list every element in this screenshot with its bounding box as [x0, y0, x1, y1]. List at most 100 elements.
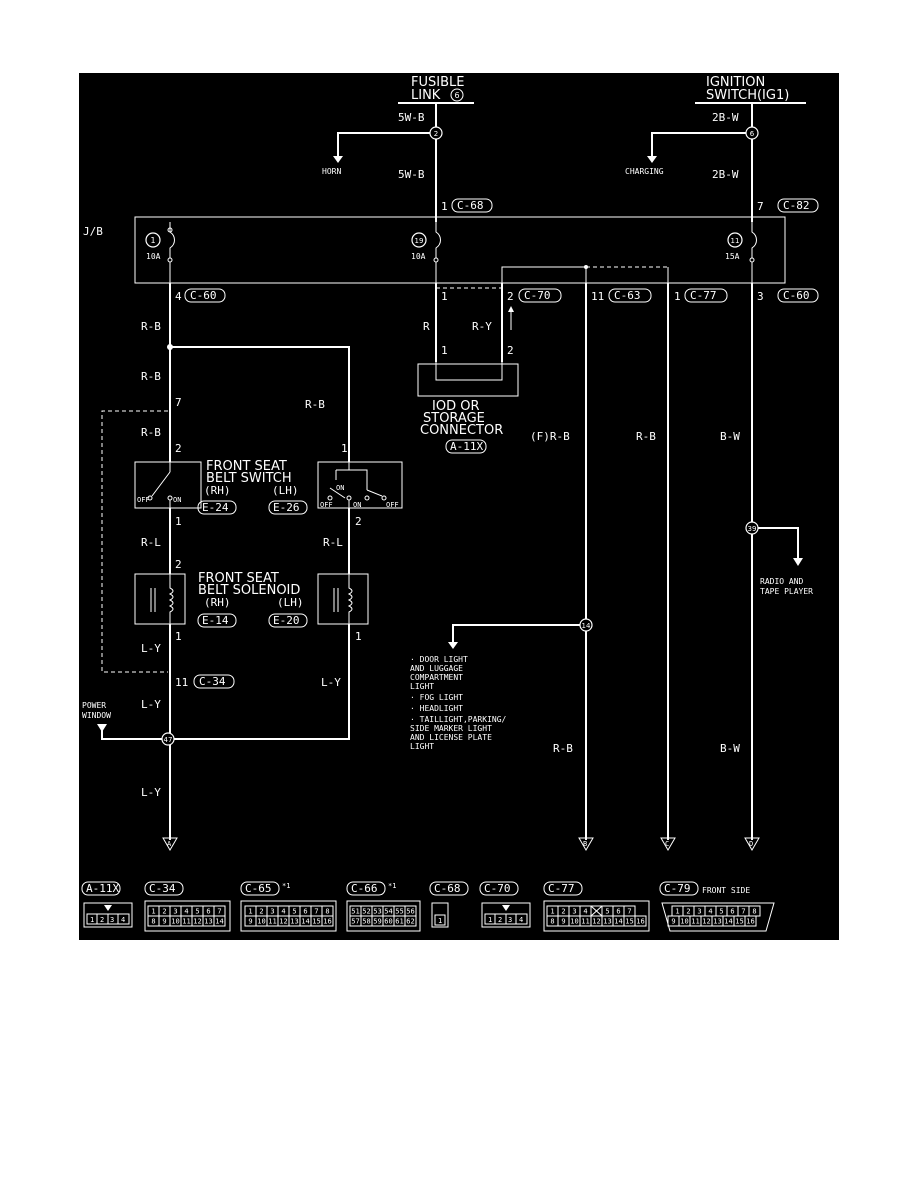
- fuse-1-amp: 10A: [146, 252, 161, 261]
- ignition-label-1: IGNITION: [706, 75, 765, 90]
- terminal-b: B: [583, 840, 587, 848]
- wire-ly-lh: [170, 624, 350, 740]
- belt-switch-rh: [134, 461, 202, 509]
- legend-pin-number: 60: [384, 918, 392, 926]
- power-window-arrow: [97, 724, 107, 732]
- legend-pin-number: 62: [406, 918, 414, 926]
- connector-c63: C-63: [614, 289, 641, 302]
- connector-tag-c60-left: [184, 288, 226, 303]
- pin-c70-2: 2: [507, 290, 514, 303]
- legend-a11x-pin: 3: [110, 916, 114, 924]
- pin-c82: 7: [757, 200, 764, 213]
- connector-tag-e20: [268, 613, 308, 628]
- jb-internal-bus: [501, 266, 586, 283]
- fuse-19-ring: [411, 232, 427, 248]
- legend-pin-cell: [213, 915, 226, 927]
- pin-c60-right: 3: [757, 290, 764, 303]
- connector-tag-c82: [777, 198, 819, 213]
- connector-tag-e26: [268, 500, 308, 515]
- legend-pin-number: 7: [627, 908, 631, 916]
- solenoid-title-1: FRONT SEAT: [198, 571, 279, 586]
- legend-c70-pin: 4: [519, 916, 523, 924]
- fusible-link-number-ring: [450, 88, 464, 102]
- wire-radio-branch: [758, 527, 799, 560]
- legend-pin-number: 12: [279, 918, 287, 926]
- legend-pin-number: 7: [741, 908, 745, 916]
- legend-pin-number: 9: [671, 918, 675, 926]
- legend-pin-number: 1: [151, 908, 155, 916]
- branch-radio-1: RADIO AND: [760, 577, 804, 586]
- connector-c34: C-34: [199, 675, 226, 688]
- connector-tag-e14: [197, 613, 237, 628]
- legend-pin-number: 15: [312, 918, 320, 926]
- pin-sw-rh-1: 1: [175, 515, 182, 528]
- fuse-11-ring: [727, 232, 743, 248]
- legend-c79-label: C-79: [664, 882, 691, 895]
- legend-pin-number: 58: [362, 918, 370, 926]
- wire-label-ly-lh: L-Y: [321, 676, 341, 689]
- fusible-link-label-1: FUSIBLE: [411, 75, 464, 90]
- legend-pin-number: 6: [616, 908, 620, 916]
- legend-pin-number: 6: [206, 908, 210, 916]
- legend-pin-cell: [321, 915, 334, 927]
- connector-tag-c60-right: [777, 288, 819, 303]
- pin-c68: 1: [441, 200, 448, 213]
- horn-arrow: [333, 156, 343, 163]
- legend-a11x-pin: 4: [121, 916, 125, 924]
- branch-charging: CHARGING: [625, 167, 664, 176]
- switch-lh-off-1: OFF: [320, 501, 333, 509]
- pin-iod-1: 1: [441, 344, 448, 357]
- legend-a11x-pin: 1: [90, 916, 94, 924]
- legend-c68-pin: 1: [438, 917, 442, 925]
- wire-horn-branch: [337, 132, 430, 158]
- legend-pin-number: 3: [270, 908, 274, 916]
- legend-c77-connector: [543, 900, 650, 932]
- legend-pin-number: 16: [636, 918, 644, 926]
- legend-pin-number: 1: [675, 908, 679, 916]
- junction-block-label: J/B: [83, 225, 103, 238]
- legend-pin-number: 2: [162, 908, 166, 916]
- solenoid-rh-label: (RH): [204, 596, 231, 609]
- pin-c77: 1: [674, 290, 681, 303]
- legend-pin-number: 8: [151, 918, 155, 926]
- connector-c70: C-70: [524, 289, 551, 302]
- wire-label-2bw-top: 2B-W: [712, 111, 739, 124]
- legend-pin-number: 55: [395, 908, 403, 916]
- iod-label-3: CONNECTOR: [420, 423, 503, 438]
- fuse-19-amp: 10A: [411, 252, 426, 261]
- connector-c60-left: C-60: [190, 289, 217, 302]
- fusible-link-number: 6: [454, 91, 459, 100]
- connector-c60-right: C-60: [783, 289, 810, 302]
- legend-c79-connector: [661, 902, 775, 932]
- terminal-d-arrow: [744, 837, 760, 851]
- wire-label-rb-4: R-B: [141, 426, 161, 439]
- wire-label-bw-1: B-W: [720, 430, 740, 443]
- legend-pin-number: 12: [193, 918, 201, 926]
- legend-pin-number: 4: [281, 908, 285, 916]
- switch-lh-on-top: ON: [336, 484, 344, 492]
- legend-pin-number: 11: [691, 918, 699, 926]
- legend-pin-number: 8: [752, 908, 756, 916]
- legend-c70-pin: 1: [488, 916, 492, 924]
- branch-radio-2: TAPE PLAYER: [760, 587, 813, 596]
- switch-rh-off: OFF: [137, 496, 150, 504]
- fuse-19-num: 19: [415, 237, 424, 245]
- lights-item-5: · HEADLIGHT: [410, 704, 463, 713]
- ignition-label-2: SWITCH(IG1): [706, 88, 789, 103]
- wire-label-5wb-top: 5W-B: [398, 111, 425, 124]
- wire-label-ly-3: L-Y: [141, 786, 161, 799]
- legend-pin-number: 8: [550, 918, 554, 926]
- legend-pin-number: 12: [702, 918, 710, 926]
- solenoid-title-2: BELT SOLENOID: [198, 583, 300, 598]
- legend-pin-number: 11: [581, 918, 589, 926]
- legend-pin-number: 5: [605, 908, 609, 916]
- pin-c63: 11: [591, 290, 604, 303]
- connector-c77: C-77: [690, 289, 717, 302]
- terminal-b-arrow: [578, 837, 594, 851]
- legend-pin-number: 13: [713, 918, 721, 926]
- switch-rh-label: (RH): [204, 484, 231, 497]
- legend-pin-number: 10: [680, 918, 688, 926]
- fuse-11-num: 11: [731, 237, 740, 245]
- switch-lh-on: ON: [353, 501, 361, 509]
- legend-c70-label: C-70: [484, 882, 511, 895]
